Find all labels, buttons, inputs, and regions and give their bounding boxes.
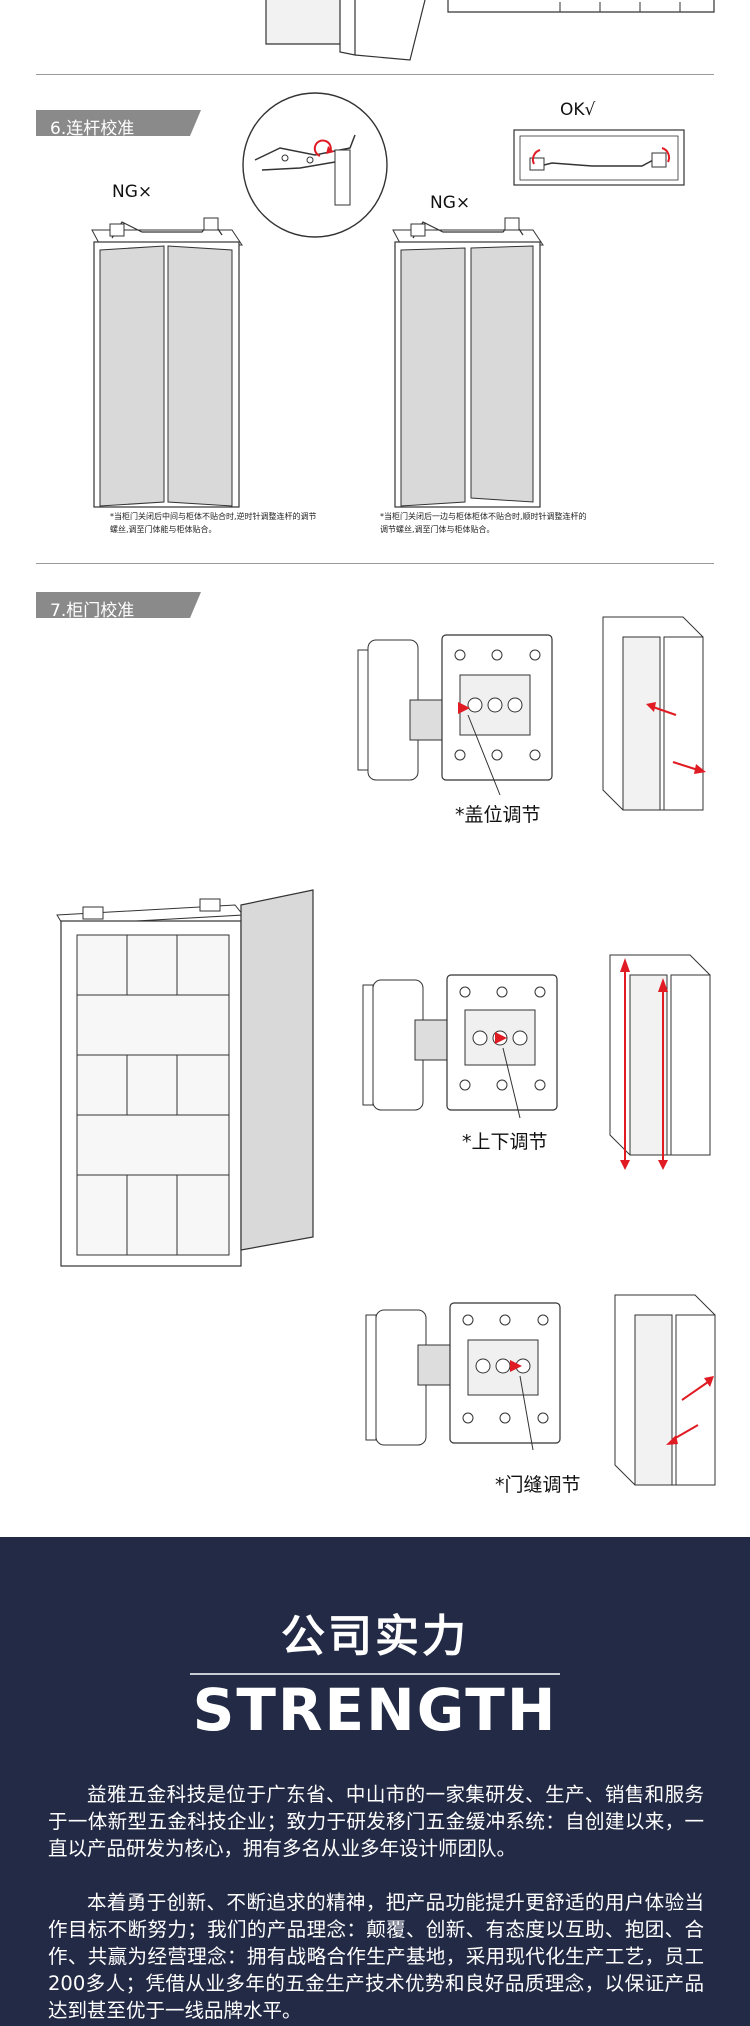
open-cabinet-illustration xyxy=(56,889,314,1267)
ng-left-label: NG× xyxy=(112,182,153,202)
hinge-gap-illustration xyxy=(365,1302,561,1450)
ok-label: OK√ xyxy=(560,100,596,120)
strength-title-en: STRENGTH xyxy=(192,1676,558,1744)
strength-title-cn: 公司实力 xyxy=(281,1611,469,1662)
note-left: *当柜门关闭后中间与柜体不贴合时,逆时针调整连杆的调节螺丝,调至门体能与柜体贴合… xyxy=(110,512,317,534)
door-gap-illustration xyxy=(614,1294,716,1486)
section6-title: 6.连杆校准 xyxy=(50,119,135,139)
hinge-vertical-illustration xyxy=(362,974,558,1119)
strength-divider xyxy=(190,1673,560,1675)
caption-vertical: *上下调节 xyxy=(462,1131,548,1153)
ok-cabinet-illustration xyxy=(513,129,685,186)
note-right: *当柜门关闭后一边与柜体柜体不贴合时,顺时针调整连杆的调节螺丝,调至门体与柜体贴… xyxy=(380,512,587,534)
section6-tag: 6.连杆校准 xyxy=(36,110,201,139)
ng-right-cabinet-illustration xyxy=(392,217,544,508)
ng-left-cabinet-illustration xyxy=(91,217,243,508)
hinge-cover-illustration xyxy=(357,634,553,796)
divider xyxy=(36,74,714,75)
strength-panel xyxy=(0,1537,750,2026)
prev-section-illustration xyxy=(265,0,715,61)
door-cover-illustration xyxy=(602,616,706,811)
caption-cover: *盖位调节 xyxy=(455,804,541,826)
ng-right-label: NG× xyxy=(430,193,471,213)
divider xyxy=(36,563,714,564)
door-vertical-illustration xyxy=(609,954,711,1170)
strength-paragraph-1: 益雅五金科技是位于广东省、中山市的一家集研发、生产、销售和服务于一体新型五金科技… xyxy=(48,1783,704,1860)
strength-paragraph-2: 本着勇于创新、不断追求的精神，把产品功能提升更舒适的用户体验当作目标不断努力；我… xyxy=(48,1891,704,2022)
caption-gap: *门缝调节 xyxy=(495,1474,581,1496)
linkage-zoom-illustration xyxy=(242,92,388,238)
section7-tag: 7.柜门校准 xyxy=(36,592,201,621)
section7-title: 7.柜门校准 xyxy=(50,601,135,621)
